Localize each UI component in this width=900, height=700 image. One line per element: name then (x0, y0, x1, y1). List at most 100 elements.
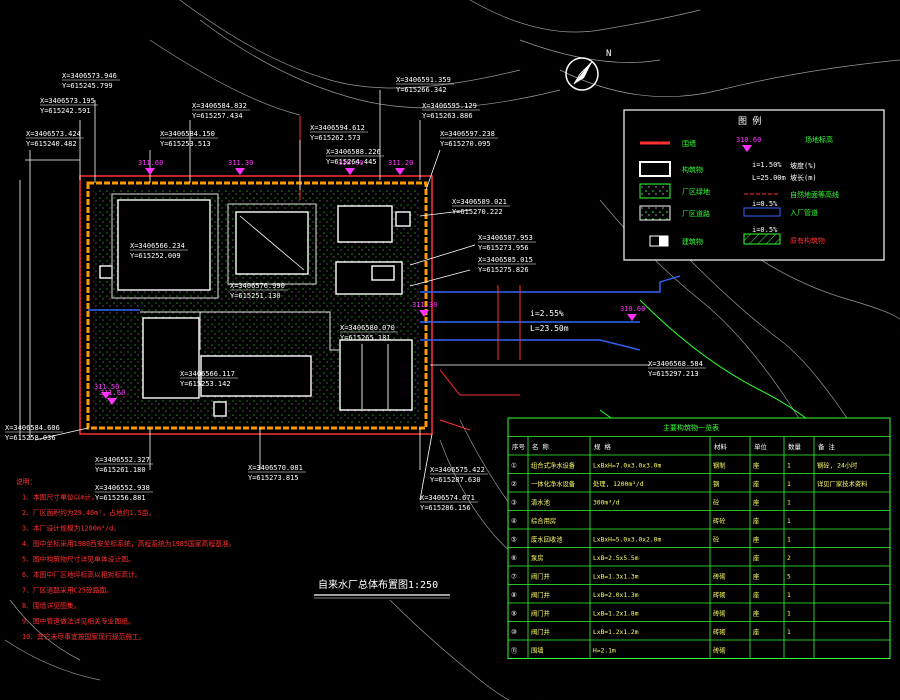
coord-y-label: Y=615242.591 (40, 107, 91, 115)
coord-x-label: X=3406568.584 (648, 360, 703, 368)
coord-x-label: X=3406584.150 (160, 130, 215, 138)
coord-y-label: Y=615287.630 (430, 476, 481, 484)
pipelines (88, 275, 681, 351)
coord-y-label: Y=615270.222 (452, 208, 503, 216)
coord-x-label: X=3406595.129 (422, 102, 477, 110)
coord-y-label: Y=615264.445 (326, 158, 377, 166)
coord-y-label: Y=615253.142 (180, 380, 231, 388)
coord-y-label: Y=615270.095 (440, 140, 491, 148)
table-cell: 1 (787, 611, 791, 618)
table-cell: 详见厂家技术资料 (817, 479, 868, 488)
table-cell: 座 (753, 553, 759, 562)
legend-green-swatch (639, 183, 671, 199)
table-title: 主要构筑物一览表 (663, 423, 719, 432)
legend-structure-swatch (639, 161, 671, 177)
note-line: 8、围墙详见图集。 (22, 601, 80, 610)
table-cell: LxB=1.2x1.8m (593, 611, 639, 618)
coord-y-label: Y=615273.815 (248, 474, 299, 482)
elevation-value: 311.50 (94, 383, 119, 391)
coord-x-label: X=3406573.946 (62, 72, 117, 80)
table-header-cell: 材料 (714, 442, 728, 451)
coord-x-label: X=3406552.327 (95, 456, 150, 464)
legend-label-4: 厂区道路 (682, 209, 710, 218)
table-cell: 1 (787, 592, 791, 599)
legend-road-swatch (639, 205, 671, 221)
table-cell: 处理, 1200m³/d (593, 479, 644, 488)
table-cell: LxBxH=7.0x3.0x3.0m (593, 463, 661, 470)
table-header-cell: 名 称 (532, 442, 549, 451)
table-cell: ③ (511, 500, 517, 507)
table-cell: 钢 (713, 480, 719, 488)
note-line: 6、本图中厂区地坪标高以相对标高计。 (22, 570, 142, 579)
table-cell: 座 (753, 627, 759, 636)
table-cell: 钢制 (713, 461, 726, 470)
legend-right-6: 原有构筑物 (790, 236, 825, 245)
legend-slope-sample-2: i=0.5% (752, 200, 778, 208)
coord-x-label: X=3406570.081 (248, 464, 303, 472)
table-cell: 座 (753, 479, 759, 488)
structure-4 (200, 355, 312, 397)
legend-slope-sample: i=1.50% (752, 161, 782, 169)
structures (99, 199, 413, 417)
table-cell: 阀门井 (531, 572, 550, 581)
table-cell: 砼 (713, 535, 720, 544)
table-cell: 2 (787, 555, 791, 562)
coord-y-label: Y=615275.826 (478, 266, 529, 274)
table-cell: ⑦ (511, 574, 517, 581)
table-cell: 泵房 (531, 553, 544, 562)
coord-y-label: Y=615273.956 (478, 244, 529, 252)
table-cell: LxB=2.5x5.5m (593, 555, 639, 562)
svg-text:N: N (606, 49, 611, 59)
table-cell: 座 (753, 498, 759, 507)
table-cell: ⑧ (511, 592, 517, 599)
elevation-marker: 311.60 (100, 389, 125, 405)
table-cell: 300m³/d (593, 500, 620, 507)
elevation-value: 311.60 (138, 159, 163, 167)
table-cell: ⑥ (511, 555, 517, 562)
coord-x-label: X=3406591.359 (396, 76, 451, 84)
coord-y-label: Y=615258.036 (5, 434, 56, 442)
legend-right-5: 入厂管道 (790, 208, 818, 217)
coord-y-label: Y=615256.881 (95, 494, 146, 502)
table-cell: 砖砌 (713, 572, 726, 581)
legend-label-3: 厂区绿地 (682, 187, 710, 196)
table-header-cell: 数量 (788, 442, 802, 451)
table-cell: 砖砌 (713, 646, 726, 655)
note-line: 3、本厂设计规模为1200m³/d。 (22, 524, 120, 533)
table-cell: 座 (753, 516, 759, 525)
table-cell: 砖砌 (713, 590, 726, 599)
valve-well-4 (213, 401, 227, 417)
table-cell: ⑪ (511, 647, 518, 655)
coord-x-label: X=3406585.015 (478, 256, 533, 264)
structure-1 (117, 199, 211, 291)
table-cell: 阀门井 (531, 627, 550, 636)
table-cell: 座 (753, 461, 759, 470)
terrain-contours (4, 0, 900, 700)
coord-y-label: Y=615266.342 (396, 86, 447, 94)
note-line: 2、厂区面积约为29.46m²，占地约1.5亩。 (22, 508, 155, 517)
table-cell: 砖砌 (713, 609, 726, 618)
note-line: 7、厂区道路采用C25砼路面。 (22, 586, 113, 595)
elevation-marker: 311.20 (388, 159, 413, 175)
table-cell: 1 (787, 500, 791, 507)
table-cell: 1 (787, 629, 791, 636)
coord-x-label: X=3406552.938 (95, 484, 150, 492)
table-cell: ⑨ (511, 611, 517, 618)
enclosure-wall (86, 181, 428, 430)
elevation-marker: 310.60 (620, 305, 645, 321)
note-line: 4、图中坐标采用1980西安坐标系统，高程系统为1985国家高程基准。 (22, 539, 236, 548)
valve-well-2 (99, 265, 113, 279)
drawing-title: 自来水厂总体布置图1:250 (318, 578, 438, 591)
table-cell: 砼 (713, 498, 720, 507)
table-cell: LxB=2.0x1.3m (593, 592, 639, 599)
table-cell: 座 (753, 535, 759, 544)
legend-right-1: 场地标高 (805, 135, 833, 144)
design-notes: 说明：1、本图尺寸单位以m计。2、厂区面积约为29.46m²，占地约1.5亩。3… (16, 477, 236, 641)
north-arrow-icon: N (565, 49, 611, 91)
legend-right-4: 自然地面等高线 (790, 190, 839, 199)
structure-5 (337, 205, 393, 243)
coord-x-label: X=3406574.671 (420, 494, 475, 502)
elevation-marker: 311.30 (228, 159, 253, 175)
table-cell: 座 (753, 572, 759, 581)
